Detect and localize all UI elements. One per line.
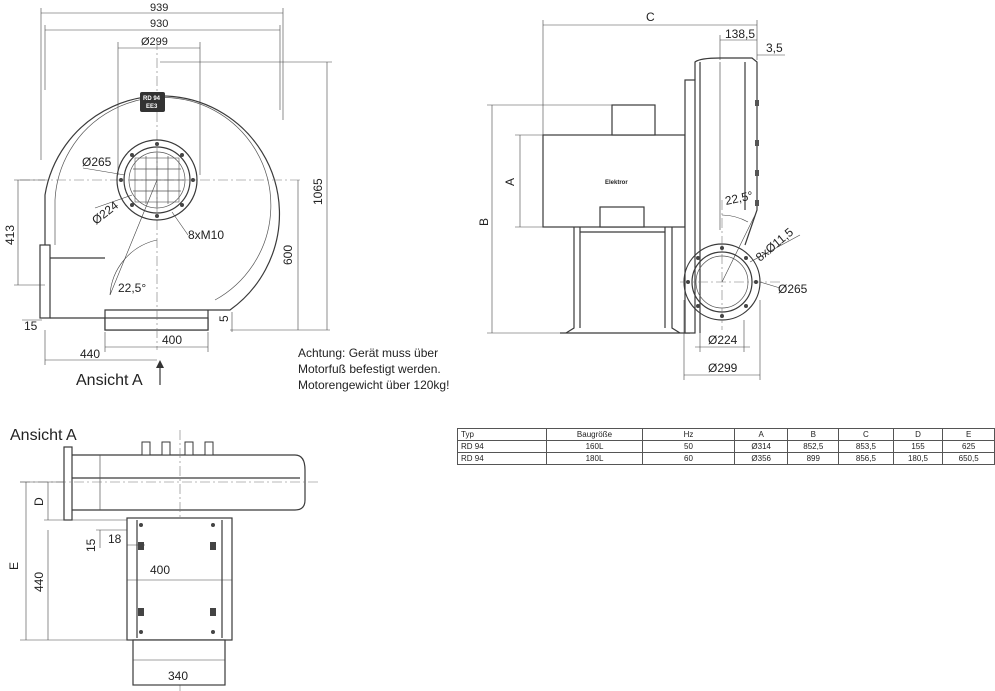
note-line-2: Motorfuß befestigt werden. xyxy=(298,362,441,376)
table-cell: RD 94 xyxy=(457,452,547,465)
dim-413: 413 xyxy=(3,225,17,245)
table-cell: Ø356 xyxy=(733,452,789,465)
table-header-row: Typ Baugröße Hz A B C D E xyxy=(457,428,995,441)
dim-angle-front: 22,5° xyxy=(118,281,146,295)
dim-e: E xyxy=(7,562,21,570)
dim-15-front: 15 xyxy=(24,319,38,333)
dim-holes: 8xØ11,5 xyxy=(753,225,796,265)
bottom-view-title: Ansicht A xyxy=(10,427,77,444)
dim-c: C xyxy=(646,10,655,24)
table-cell: Ø314 xyxy=(733,440,789,453)
table-cell: 155 xyxy=(892,440,944,453)
dim-1065: 1065 xyxy=(311,178,325,205)
dim-a: A xyxy=(503,178,517,186)
table-cell: 160L xyxy=(545,440,644,453)
dim-d: D xyxy=(32,497,46,506)
dim-400-front: 400 xyxy=(162,333,182,347)
dim-600: 600 xyxy=(281,245,295,265)
table-cell: 899 xyxy=(787,452,840,465)
col-c: C xyxy=(838,428,894,441)
front-view: 939 930 Ø299 xyxy=(3,2,332,389)
table-cell: 625 xyxy=(942,440,995,453)
dim-939: 939 xyxy=(150,2,168,14)
col-a: A xyxy=(733,428,789,441)
col-hz: Hz xyxy=(642,428,735,441)
table-cell: 650,5 xyxy=(942,452,995,465)
dim-o265: Ø265 xyxy=(82,155,112,169)
badge-model: RD 94 xyxy=(143,96,161,102)
dim-o224-side: Ø224 xyxy=(708,333,738,347)
dim-930: 930 xyxy=(150,18,168,30)
dim-340: 340 xyxy=(168,669,188,683)
table-cell: 852,5 xyxy=(787,440,840,453)
view-marker-label: Ansicht A xyxy=(76,372,143,389)
dim-o265-side: Ø265 xyxy=(778,282,808,296)
dim-440-bottom: 440 xyxy=(32,572,46,592)
dim-o299-side: Ø299 xyxy=(708,361,738,375)
table-cell: 856,5 xyxy=(838,452,894,465)
dim-8xm10: 8xM10 xyxy=(188,228,224,242)
dim-138-5: 138,5 xyxy=(725,27,755,41)
table-cell: 50 xyxy=(642,440,735,453)
bottom-view: Ansicht A E D xyxy=(7,427,320,691)
motor-label: Elektror xyxy=(605,180,628,186)
table-cell: RD 94 xyxy=(457,440,547,453)
dim-o224: Ø224 xyxy=(89,198,121,227)
dim-3-5: 3,5 xyxy=(766,41,783,55)
side-view: C 138,5 3,5 Elektror xyxy=(477,10,808,380)
dim-440-front: 440 xyxy=(80,347,100,361)
col-b: B xyxy=(787,428,840,441)
table-cell: 853,5 xyxy=(838,440,894,453)
dim-b: B xyxy=(477,218,491,226)
note-line-3: Motorengewicht über 120kg! xyxy=(298,378,450,392)
dim-o299: Ø299 xyxy=(141,36,168,48)
table-cell: 60 xyxy=(642,452,735,465)
badge-efficiency: EE3 xyxy=(146,104,158,110)
dim-18: 18 xyxy=(108,532,122,546)
table-row: RD 94 160L 50 Ø314 852,5 853,5 155 625 xyxy=(457,440,995,453)
dim-angle-side: 22,5° xyxy=(724,188,755,208)
dim-15-bottom: 15 xyxy=(84,538,98,552)
table-row: RD 94 180L 60 Ø356 899 856,5 180,5 650,5 xyxy=(457,452,995,465)
col-baugroesse: Baugröße xyxy=(545,428,644,441)
col-d: D xyxy=(892,428,944,441)
table-cell: 180,5 xyxy=(892,452,944,465)
dim-400-bottom: 400 xyxy=(150,563,170,577)
dim-5-front: 5 xyxy=(217,315,231,322)
col-e: E xyxy=(942,428,995,441)
warning-note: Achtung: Gerät muss über Motorfuß befest… xyxy=(298,345,449,393)
table-cell: 180L xyxy=(545,452,644,465)
note-line-1: Achtung: Gerät muss über xyxy=(298,346,439,360)
col-typ: Typ xyxy=(457,428,547,441)
spec-table: Typ Baugröße Hz A B C D E RD 94 160L 50 … xyxy=(457,428,995,465)
